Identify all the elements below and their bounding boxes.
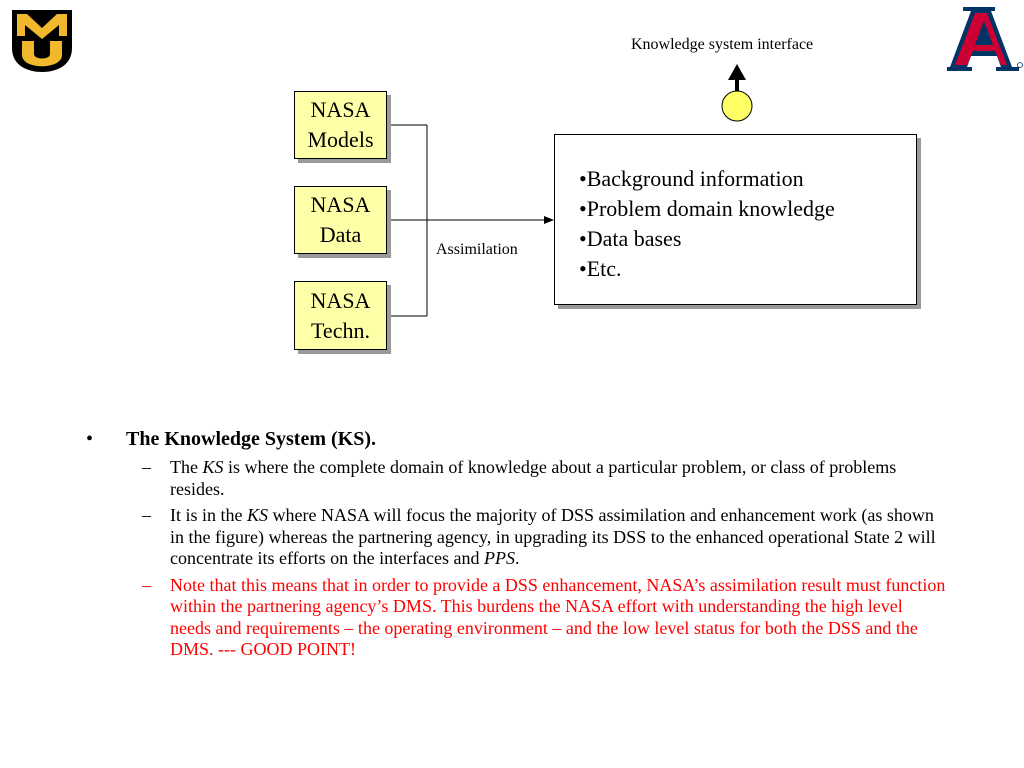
box-line1: NASA [310,97,371,122]
box-line2: Models [307,127,374,152]
interface-arrowhead [728,64,746,80]
ks-item: •Problem domain knowledge [579,196,835,221]
interface-label: Knowledge system interface [631,36,814,53]
sub-bullet-ks-definition: – The KS is where the complete domain of… [86,457,946,500]
knowledge-system-box: •Background information •Problem domain … [554,134,917,305]
assimilation-label: Assimilation [436,241,518,258]
text-emphasis: KS [202,457,224,477]
box-line1: NASA [310,287,371,313]
ks-item: •Background information [579,166,804,191]
text-segment: It is in the [170,505,247,525]
ks-item: •Etc. [579,256,622,281]
bullet-mark: • [86,428,94,450]
box-line2: Data [319,222,362,247]
sub-bullet-list: – The KS is where the complete domain of… [86,457,946,661]
text-segment: . [515,548,520,568]
note-text: Note that this means that in order to pr… [170,574,946,660]
sub-bullet-note: – Note that this means that in order to … [86,575,946,661]
ks-item-list: •Background information •Problem domain … [579,164,835,284]
nasa-data-box: NASA Data [294,186,387,254]
text-emphasis: PPS [484,548,516,568]
mizzou-mu-logo [12,10,72,72]
text-segment: where NASA will focus the majority of DS… [170,505,936,568]
text-emphasis: KS [247,505,269,525]
arizona-a-logo [947,7,1023,71]
dash-mark: – [142,574,151,595]
interface-circle [721,90,753,122]
text-segment: The [170,457,203,477]
sub-bullet-nasa-focus: – It is in the KS where NASA will focus … [86,505,946,570]
nasa-models-box: NASA Models [294,91,387,159]
dash-mark: – [142,457,151,477]
slide-body-text: • The Knowledge System (KS). – The KS is… [86,427,946,666]
ks-item: •Data bases [579,226,682,251]
main-bullet: • The Knowledge System (KS). [86,427,946,451]
box-line1: NASA [310,192,371,217]
section-heading: The Knowledge System (KS). [126,428,376,450]
dash-mark: – [142,505,151,525]
box-line2: Techn. [311,317,370,343]
text-segment: is where the complete domain of knowledg… [170,457,897,499]
nasa-techn-box: NASA Techn. [294,281,387,350]
